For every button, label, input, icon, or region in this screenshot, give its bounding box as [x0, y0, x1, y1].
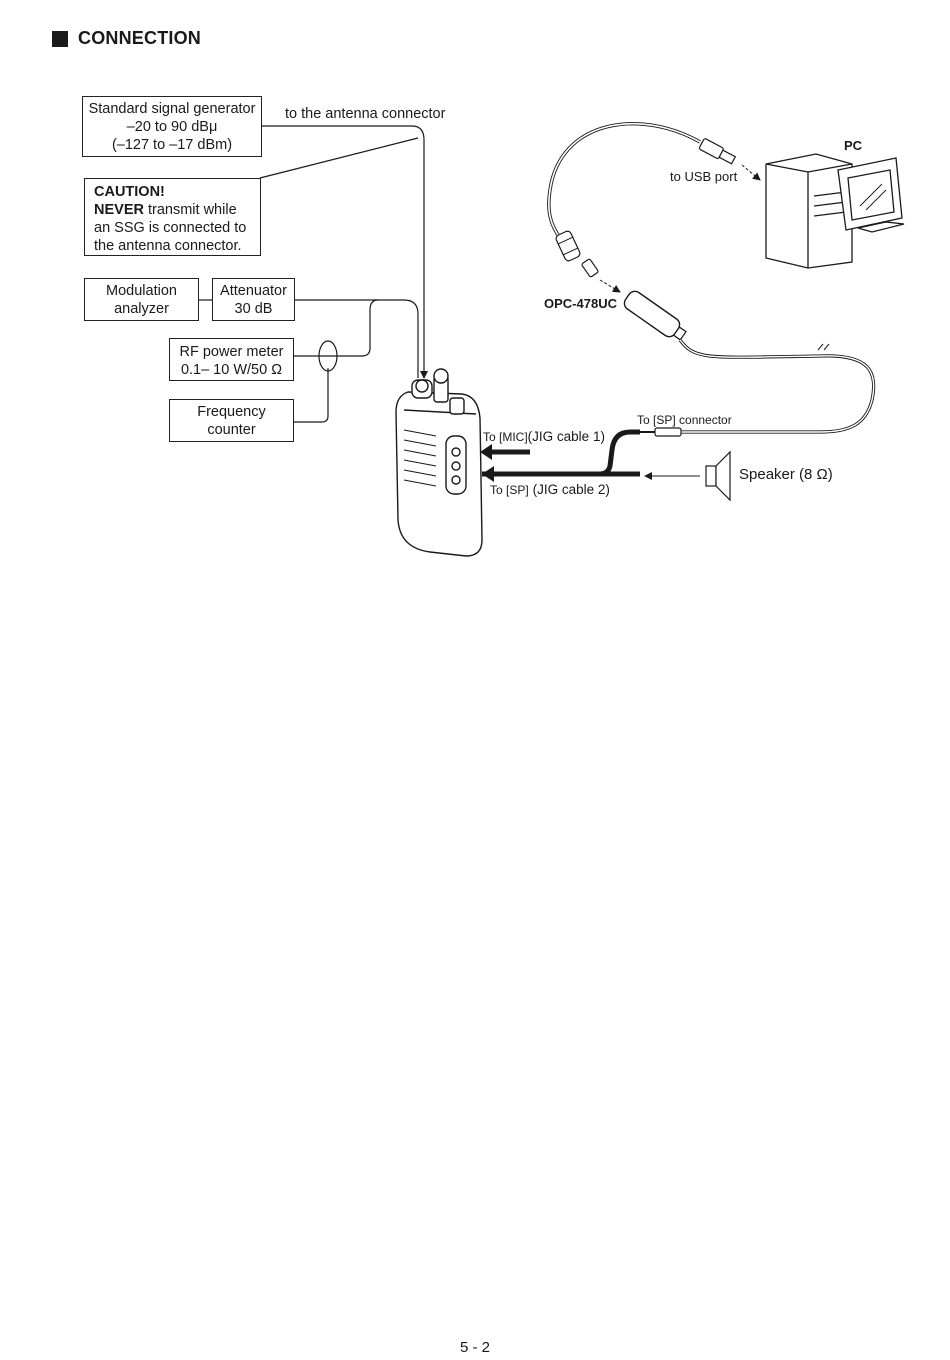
frequency-counter-box: Frequency counter	[169, 399, 294, 442]
usb-port-label: to USB port	[670, 169, 738, 184]
caution-line-3: the antenna connector.	[94, 238, 242, 254]
ssg-antenna-line	[262, 125, 428, 379]
ssg-line-3: (–127 to –17 dBm)	[111, 137, 233, 153]
rf-power-meter-box: RF power meter 0.1– 10 W/50 Ω	[169, 338, 294, 381]
frequency-line-1: Frequency	[197, 404, 266, 420]
frequency-counter-line	[294, 368, 329, 423]
caution-line-2: an SSG is connected to	[94, 220, 247, 236]
modulation-line-2: analyzer	[114, 301, 169, 317]
heading-square-icon	[52, 30, 68, 47]
adapter-icon	[623, 290, 687, 341]
mic-jig-label: To [MIC](JIG cable 1)	[483, 428, 605, 444]
rf-meter-line-2: 0.1– 10 W/50 Ω	[180, 362, 283, 378]
ssg-line-1: Standard signal generator	[88, 101, 256, 117]
sp-connector-label: To [SP] connector	[637, 413, 732, 427]
attenuator-line-1: Attenuator	[220, 283, 287, 299]
antenna-label: to the antenna connector	[285, 106, 446, 122]
usb-plug-icon	[698, 138, 737, 165]
pc-label: PC	[844, 138, 863, 153]
caution-title: CAUTION!	[94, 184, 165, 200]
speaker-icon	[705, 450, 731, 502]
caution-line-1-rest: transmit while	[143, 202, 237, 218]
attenuator-line-2: 30 dB	[234, 301, 273, 317]
sp-to-label: To [SP]	[490, 483, 529, 497]
section-title: CONNECTION	[78, 28, 201, 48]
mic-jig-cable-label: (JIG cable 1)	[527, 429, 605, 444]
caution-line-1: NEVER transmit while	[94, 201, 251, 219]
modulation-analyzer-box: Modulation analyzer	[84, 278, 199, 321]
attenuator-antenna-line	[294, 299, 419, 378]
caution-never: NEVER	[94, 202, 144, 218]
frequency-line-2: counter	[207, 422, 256, 438]
opc-label: OPC-478UC	[544, 296, 617, 311]
section-heading: CONNECTION	[52, 28, 201, 49]
computer-icon	[765, 153, 905, 269]
sp-jig-cable-label: (JIG cable 2)	[532, 482, 610, 497]
signal-generator-box: Standard signal generator –20 to 90 dBμ …	[82, 96, 262, 157]
sp-jig-label: To [SP] (JIG cable 2)	[490, 481, 610, 497]
usb-cable	[547, 122, 701, 239]
modulation-line-1: Modulation	[106, 283, 177, 299]
jig-cables	[482, 429, 640, 477]
sp-plug-icon	[640, 427, 682, 437]
radio-icon	[395, 368, 483, 557]
attenuator-box: Attenuator 30 dB	[212, 278, 295, 321]
rf-meter-line	[294, 299, 379, 357]
page-number: 5 - 2	[459, 1339, 490, 1356]
caution-box: CAUTION! NEVER transmit while an SSG is …	[84, 178, 261, 256]
pickup-coil-icon	[318, 340, 338, 372]
mini-usb-plug-icon	[581, 258, 599, 278]
adapter-cable	[678, 339, 876, 434]
wiring-lines	[198, 125, 428, 423]
ssg-line-2: –20 to 90 dBμ	[126, 119, 218, 135]
speaker-label: Speaker (8 Ω)	[739, 466, 833, 483]
ferrite-core-icon	[555, 230, 581, 262]
mic-to-label: To [MIC]	[483, 430, 528, 444]
caution-pointer-line	[259, 137, 419, 179]
rf-meter-line-1: RF power meter	[179, 344, 284, 360]
